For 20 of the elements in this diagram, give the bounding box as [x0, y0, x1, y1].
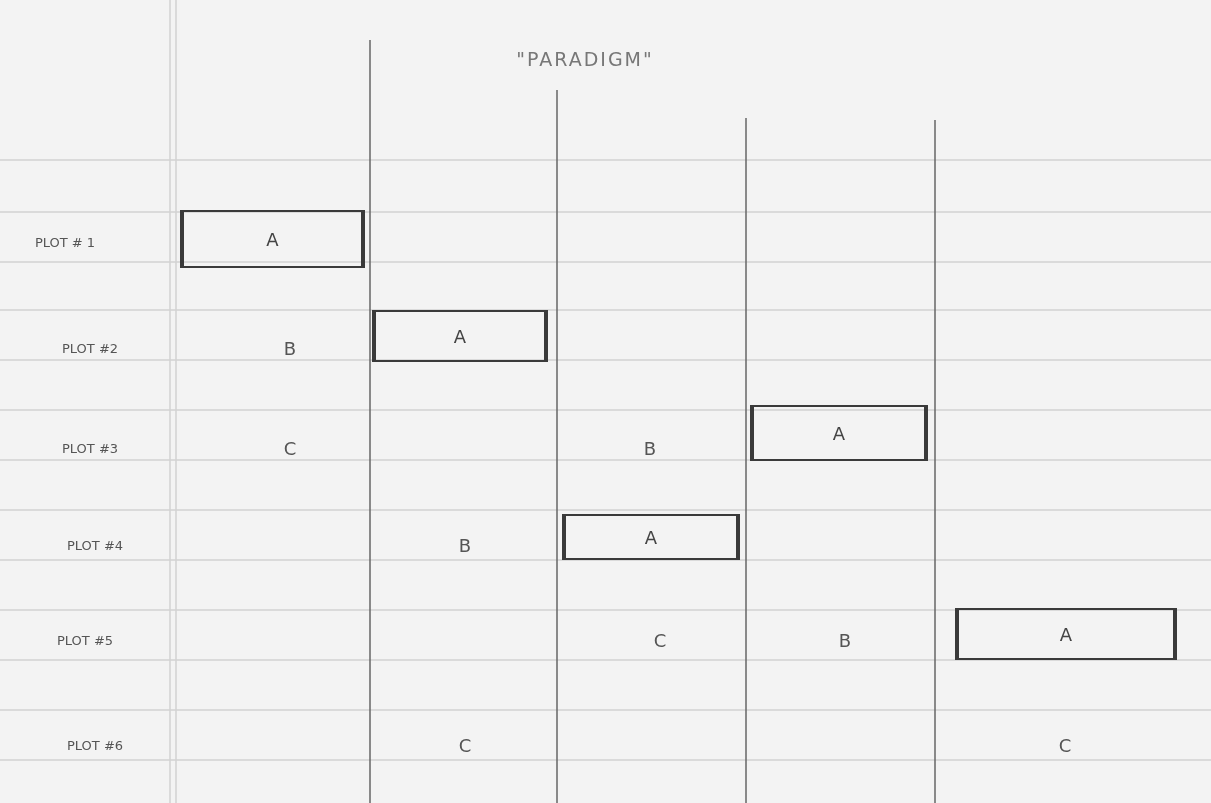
period-box: A — [750, 405, 928, 461]
period-box: A — [180, 210, 365, 268]
row-label: PLOT #5 — [56, 632, 114, 648]
row-label: PLOT #4 — [66, 537, 124, 553]
row-label: PLOT # 1 — [34, 234, 96, 250]
cell-letter: B — [643, 437, 657, 459]
period-box: A — [372, 310, 548, 362]
cell-letter: C — [653, 629, 667, 651]
period-box: A — [955, 608, 1177, 660]
cell-letter: C — [458, 734, 472, 756]
cell-letter: B — [283, 337, 297, 359]
cell-letter: B — [838, 629, 852, 651]
row-label: PLOT #2 — [61, 340, 119, 356]
row-label: PLOT #3 — [61, 440, 119, 456]
cell-letter: B — [458, 534, 472, 556]
period-box: A — [562, 514, 740, 560]
title: "PARADIGM" — [515, 48, 655, 70]
cell-letter: C — [283, 437, 297, 459]
row-label: PLOT #6 — [66, 737, 124, 753]
cell-letter: C — [1058, 734, 1072, 756]
